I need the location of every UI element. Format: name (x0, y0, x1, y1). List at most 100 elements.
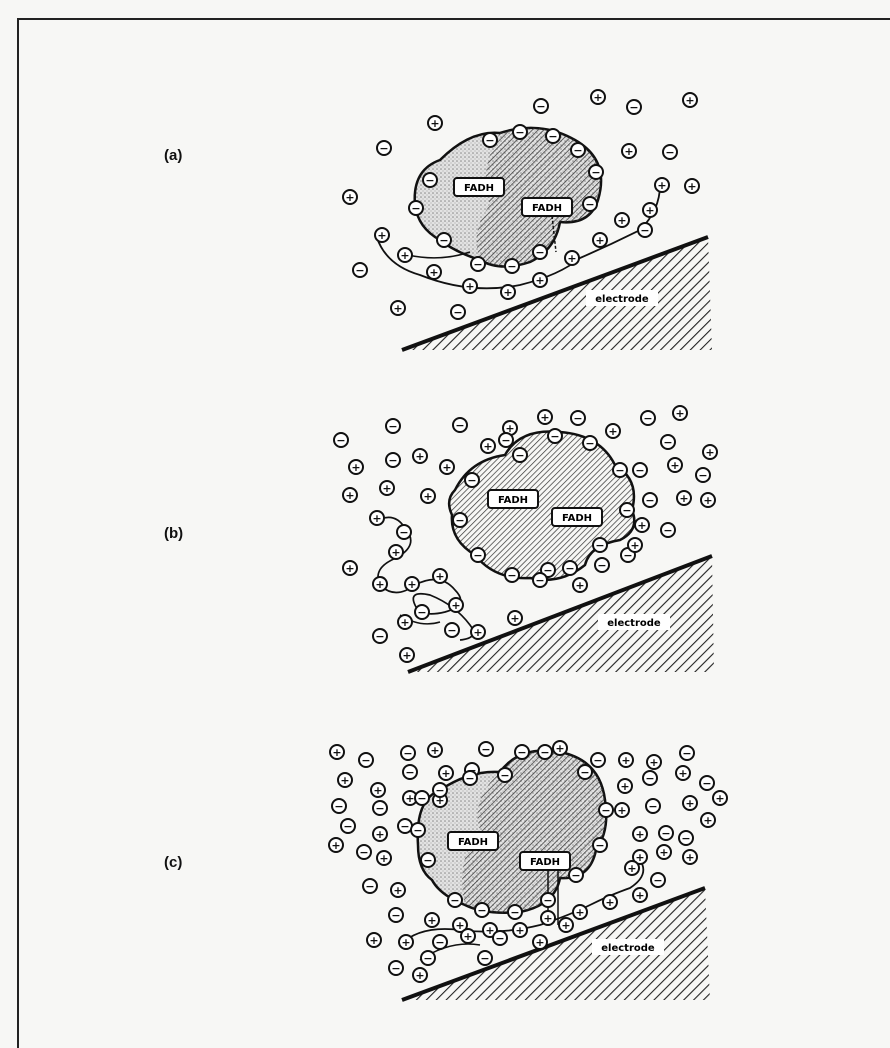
negative-ion-icon: − (569, 868, 583, 882)
positive-ion-icon: + (425, 913, 439, 927)
svg-text:+: + (400, 249, 409, 262)
negative-ion-icon: − (541, 893, 555, 907)
negative-ion-icon: − (546, 129, 560, 143)
positive-ion-icon: + (461, 929, 475, 943)
svg-text:+: + (657, 179, 666, 192)
svg-text:−: − (573, 144, 582, 157)
svg-text:−: − (391, 909, 400, 922)
svg-text:−: − (480, 952, 489, 965)
svg-text:+: + (608, 425, 617, 438)
svg-text:+: + (351, 461, 360, 474)
negative-ion-icon: − (498, 768, 512, 782)
svg-text:+: + (685, 94, 694, 107)
negative-ion-icon: − (651, 873, 665, 887)
svg-text:−: − (450, 894, 459, 907)
svg-text:+: + (375, 828, 384, 841)
electrode-label-a: electrode (595, 294, 649, 305)
svg-text:−: − (361, 754, 370, 767)
negative-ion-icon: − (363, 879, 377, 893)
svg-text:−: − (399, 526, 408, 539)
svg-text:+: + (593, 91, 602, 104)
positive-ion-icon: + (501, 285, 515, 299)
positive-ion-icon: + (399, 935, 413, 949)
svg-text:−: − (477, 904, 486, 917)
svg-text:−: − (359, 846, 368, 859)
svg-text:+: + (423, 490, 432, 503)
positive-ion-icon: + (591, 90, 605, 104)
positive-ion-icon: + (643, 203, 657, 217)
svg-text:−: − (405, 766, 414, 779)
negative-ion-icon: − (334, 433, 348, 447)
negative-ion-icon: − (433, 935, 447, 949)
positive-ion-icon: + (676, 766, 690, 780)
svg-text:−: − (403, 747, 412, 760)
positive-ion-icon: + (343, 190, 357, 204)
svg-text:−: − (501, 434, 510, 447)
svg-text:+: + (429, 266, 438, 279)
positive-ion-icon: + (647, 755, 661, 769)
negative-ion-icon: − (578, 765, 592, 779)
svg-text:+: + (415, 969, 424, 982)
svg-text:−: − (417, 792, 426, 805)
positive-ion-icon: + (375, 228, 389, 242)
negative-ion-icon: − (423, 173, 437, 187)
svg-text:−: − (465, 772, 474, 785)
negative-ion-icon: − (445, 623, 459, 637)
svg-text:+: + (685, 851, 694, 864)
svg-text:+: + (465, 280, 474, 293)
negative-ion-icon: − (332, 799, 346, 813)
negative-ion-icon: − (680, 746, 694, 760)
svg-text:−: − (573, 412, 582, 425)
svg-text:+: + (630, 539, 639, 552)
positive-ion-icon: + (481, 439, 495, 453)
svg-text:−: − (455, 419, 464, 432)
svg-text:−: − (334, 800, 343, 813)
svg-text:+: + (473, 626, 482, 639)
svg-text:−: − (629, 101, 638, 114)
positive-ion-icon: + (593, 233, 607, 247)
negative-ion-icon: − (453, 418, 467, 432)
negative-ion-icon: − (415, 791, 429, 805)
svg-text:+: + (679, 492, 688, 505)
svg-text:+: + (415, 450, 424, 463)
positive-ion-icon: + (618, 779, 632, 793)
positive-ion-icon: + (343, 561, 357, 575)
svg-text:+: + (345, 489, 354, 502)
negative-ion-icon: − (437, 233, 451, 247)
electrode-label-c: electrode (601, 943, 655, 954)
svg-text:−: − (435, 784, 444, 797)
svg-text:+: + (575, 906, 584, 919)
electrode-label-b: electrode (607, 618, 661, 629)
negative-ion-icon: − (538, 745, 552, 759)
svg-text:−: − (417, 606, 426, 619)
svg-text:+: + (595, 234, 604, 247)
svg-text:+: + (331, 839, 340, 852)
svg-text:−: − (663, 436, 672, 449)
svg-text:−: − (423, 952, 432, 965)
negative-ion-icon: − (643, 771, 657, 785)
negative-ion-icon: − (397, 525, 411, 539)
negative-ion-icon: − (505, 259, 519, 273)
svg-text:+: + (635, 889, 644, 902)
svg-text:+: + (715, 792, 724, 805)
negative-ion-icon: − (563, 561, 577, 575)
negative-ion-icon: − (471, 548, 485, 562)
positive-ion-icon: + (628, 538, 642, 552)
svg-text:+: + (617, 804, 626, 817)
svg-text:+: + (430, 744, 439, 757)
negative-ion-icon: − (513, 448, 527, 462)
positive-ion-icon: + (508, 611, 522, 625)
svg-text:+: + (510, 612, 519, 625)
negative-ion-icon: − (533, 573, 547, 587)
negative-ion-icon: − (583, 436, 597, 450)
negative-ion-icon: − (471, 257, 485, 271)
svg-text:+: + (555, 742, 564, 755)
svg-text:+: + (391, 546, 400, 559)
negative-ion-icon: − (499, 433, 513, 447)
svg-text:−: − (548, 130, 557, 143)
positive-ion-icon: + (413, 968, 427, 982)
positive-ion-icon: + (573, 905, 587, 919)
positive-ion-icon: + (449, 598, 463, 612)
positive-ion-icon: + (603, 895, 617, 909)
